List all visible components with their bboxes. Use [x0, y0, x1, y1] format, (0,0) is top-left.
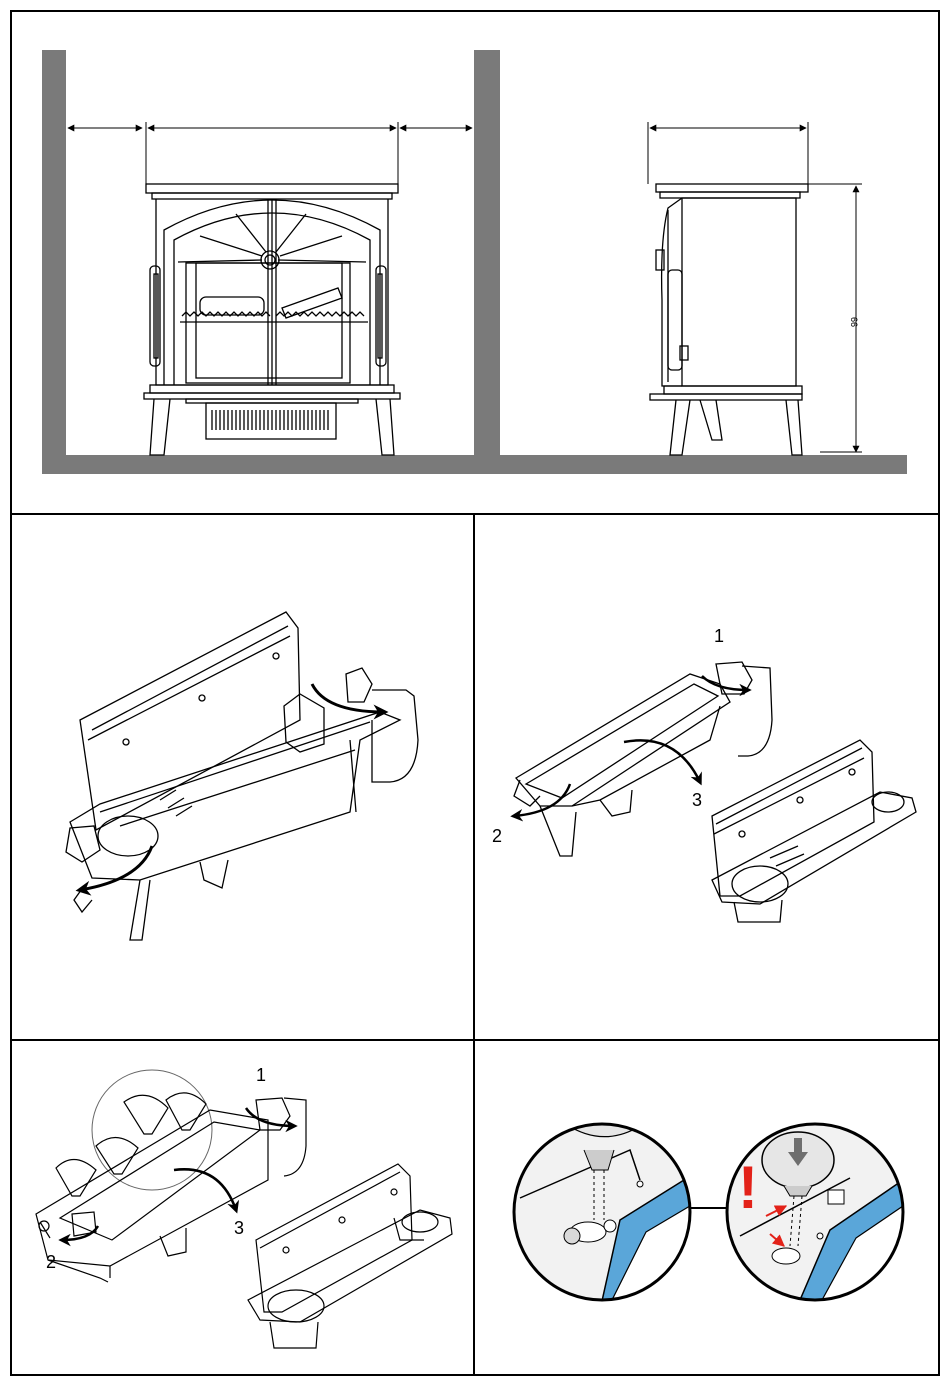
- step2-arrow: [62, 1226, 98, 1240]
- step-label-2: 2: [46, 1252, 56, 1272]
- separated-lid: [712, 740, 874, 896]
- panel-bulb-detail: !: [510, 1120, 903, 1310]
- panel-clearance: 66: [42, 50, 907, 474]
- panel-bulb-tray-frame: [11, 1040, 474, 1375]
- detail-circle-left: [510, 1120, 700, 1310]
- open-tray-top: [516, 674, 730, 806]
- separated-base: [248, 1210, 452, 1322]
- panel3-step-labels: 1 2 3: [492, 626, 724, 846]
- step3-arrow: [174, 1169, 236, 1210]
- stove-front-view: [144, 184, 400, 455]
- magnifier-circle: [92, 1070, 212, 1190]
- step2-arrow: [514, 784, 570, 816]
- step1-arrow: [702, 676, 748, 690]
- side-dimension-lines: [648, 122, 862, 452]
- step-label-1: 1: [714, 626, 724, 646]
- middle-wall: [474, 50, 500, 458]
- step-label-3: 3: [692, 790, 702, 810]
- panel-bulb-tray: [36, 1070, 452, 1348]
- panel-lid-removal: [66, 612, 418, 940]
- floor: [42, 455, 907, 474]
- stove-side-view: [650, 184, 808, 455]
- separated-base: [712, 792, 916, 904]
- right-bulb-holder: [346, 668, 372, 702]
- left-removal-arrow: [80, 846, 152, 890]
- lid: [80, 612, 300, 830]
- step-label-3: 3: [234, 1218, 244, 1238]
- left-wall: [42, 50, 66, 458]
- panel-tray-separation: [514, 662, 916, 922]
- step-label-1: 1: [256, 1065, 266, 1085]
- front-dimension-lines: [68, 122, 472, 184]
- step1-arrow: [246, 1108, 294, 1126]
- step-label-2: 2: [492, 826, 502, 846]
- panel-tray-separation-frame: [474, 514, 939, 1040]
- warning-exclamation-icon: !: [738, 1154, 758, 1221]
- height-dimension-label: 66: [849, 317, 859, 327]
